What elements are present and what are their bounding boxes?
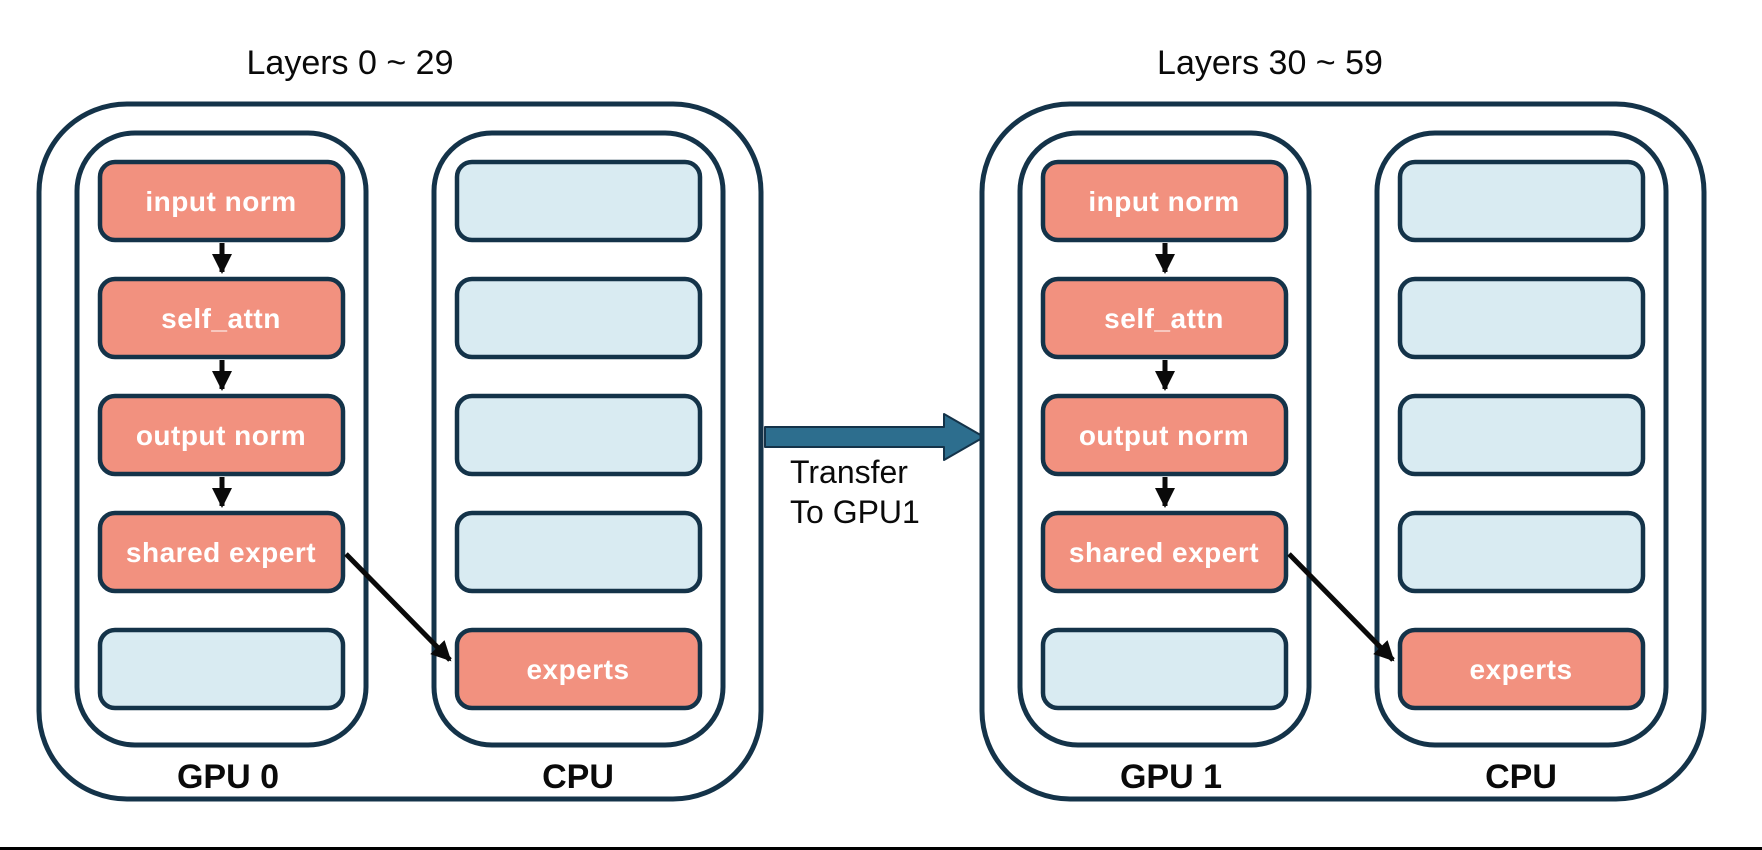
transfer-section: Transfer To GPU1 [764,413,985,530]
self-attn-label: self_attn [1104,303,1224,334]
cpu-label-left: CPU [542,758,614,796]
cpu-empty-slot-box [454,276,703,360]
output-norm-label: output norm [1079,420,1249,451]
output-norm-box [97,393,346,477]
cpu-empty-slot-box [1397,159,1646,243]
self-attn-box [1040,276,1289,360]
input-norm-box [1040,159,1289,243]
cpu-empty-slot-box [454,159,703,243]
cpu-empty-slot-box [454,393,703,477]
gpu1-empty-slot-box [1040,627,1289,711]
experts-box [454,627,703,711]
shared-expert-label: shared expert [126,537,316,568]
shared-expert-box [1040,510,1289,594]
output-norm-label: output norm [136,420,306,451]
self-attn-label: self_attn [161,303,281,334]
cpu-empty-slot-box [1397,510,1646,594]
cpu-label-right: CPU [1485,758,1557,796]
offload-arrow-icon [1287,552,1395,662]
cpu-empty-slot-box [454,510,703,594]
output-norm-box [1040,393,1289,477]
experts-label: experts [526,654,629,685]
input-norm-label: input norm [145,186,296,217]
offload-arrow-icon [344,552,452,662]
group-layers-0-29: Layers 0 ~ 29 input norm self_attn outpu… [36,44,764,802]
shared-expert-box [97,510,346,594]
group-layers-30-59: Layers 30 ~ 59 input norm self_attn outp… [979,44,1707,802]
group-title-right: Layers 30 ~ 59 [1157,44,1383,82]
transfer-label-line1: Transfer [790,454,908,490]
cpu-empty-slot-box [1397,276,1646,360]
self-attn-box [97,276,346,360]
bottom-rule [0,847,1762,850]
experts-label: experts [1469,654,1572,685]
cpu-empty-slot-box [1397,393,1646,477]
gpu1-label: GPU 1 [1120,758,1222,796]
gpu0-empty-slot-box [97,627,346,711]
group-title-left: Layers 0 ~ 29 [247,44,454,82]
shared-expert-label: shared expert [1069,537,1259,568]
input-norm-label: input norm [1088,186,1239,217]
gpu0-label: GPU 0 [177,758,279,796]
transfer-label-line2: To GPU1 [790,494,920,530]
input-norm-box [97,159,346,243]
transfer-arrow-icon [764,413,985,461]
experts-box [1397,627,1646,711]
